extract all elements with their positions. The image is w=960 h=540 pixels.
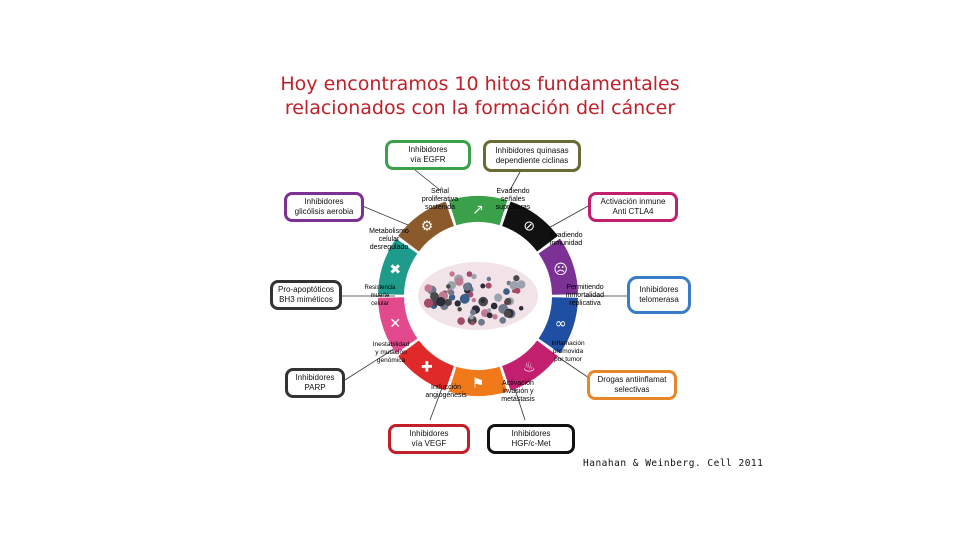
tumor-cell [457, 317, 465, 325]
citation: Hanahan & Weinberg. Cell 2011 [583, 458, 763, 469]
tumor-cell [472, 298, 476, 302]
tumor-cell [494, 294, 502, 302]
tumor-cell [487, 277, 492, 282]
tumor-cell [471, 321, 475, 325]
tumor-cell [469, 315, 474, 320]
tumor-cell [481, 298, 485, 302]
segment-immortality-icon: ∞ [555, 316, 567, 332]
tumor-cell [471, 274, 476, 279]
tumor-cell [480, 283, 485, 288]
tumor-cell [491, 303, 498, 310]
segment-metabolism-icon: ⚙ [421, 219, 434, 235]
tumor-cell [486, 283, 492, 289]
tumor-cell [455, 277, 464, 286]
tumor-cell [470, 309, 476, 315]
tumor-cell [463, 283, 471, 291]
tumor-cell [460, 294, 470, 304]
tumor-cell [424, 284, 432, 292]
tumor-cell [503, 288, 510, 295]
tumor-cell [487, 312, 493, 318]
segment-immunity-icon: ☹ [553, 262, 568, 278]
tumor-cell [457, 307, 461, 311]
segment-death-icon: ✖ [389, 262, 401, 278]
tumor-cell [487, 308, 491, 312]
tumor-cell [514, 288, 520, 294]
tumor-cell [492, 314, 497, 319]
tumor-cell [446, 284, 451, 289]
tumor-cell [448, 290, 454, 296]
tumor-cell [436, 297, 445, 306]
tumor-cluster-image [418, 262, 538, 330]
segment-suppressors-icon: ⊘ [523, 219, 535, 235]
tumor-cell [455, 300, 461, 306]
tumor-cell [517, 280, 525, 288]
tumor-cell [499, 317, 506, 324]
segment-angiogenesis-icon: ✚ [421, 359, 433, 375]
segment-genomic-icon: ✕ [389, 316, 401, 332]
tumor-cell [519, 306, 523, 310]
segment-proliferative-icon: ↗ [472, 202, 484, 218]
tumor-cell [478, 319, 485, 326]
segment-inflammation-icon: ♨ [523, 359, 536, 375]
tumor-cell [505, 298, 512, 305]
tumor-cell [449, 271, 454, 276]
tumor-cell [504, 310, 512, 318]
tumor-cell [513, 275, 519, 281]
